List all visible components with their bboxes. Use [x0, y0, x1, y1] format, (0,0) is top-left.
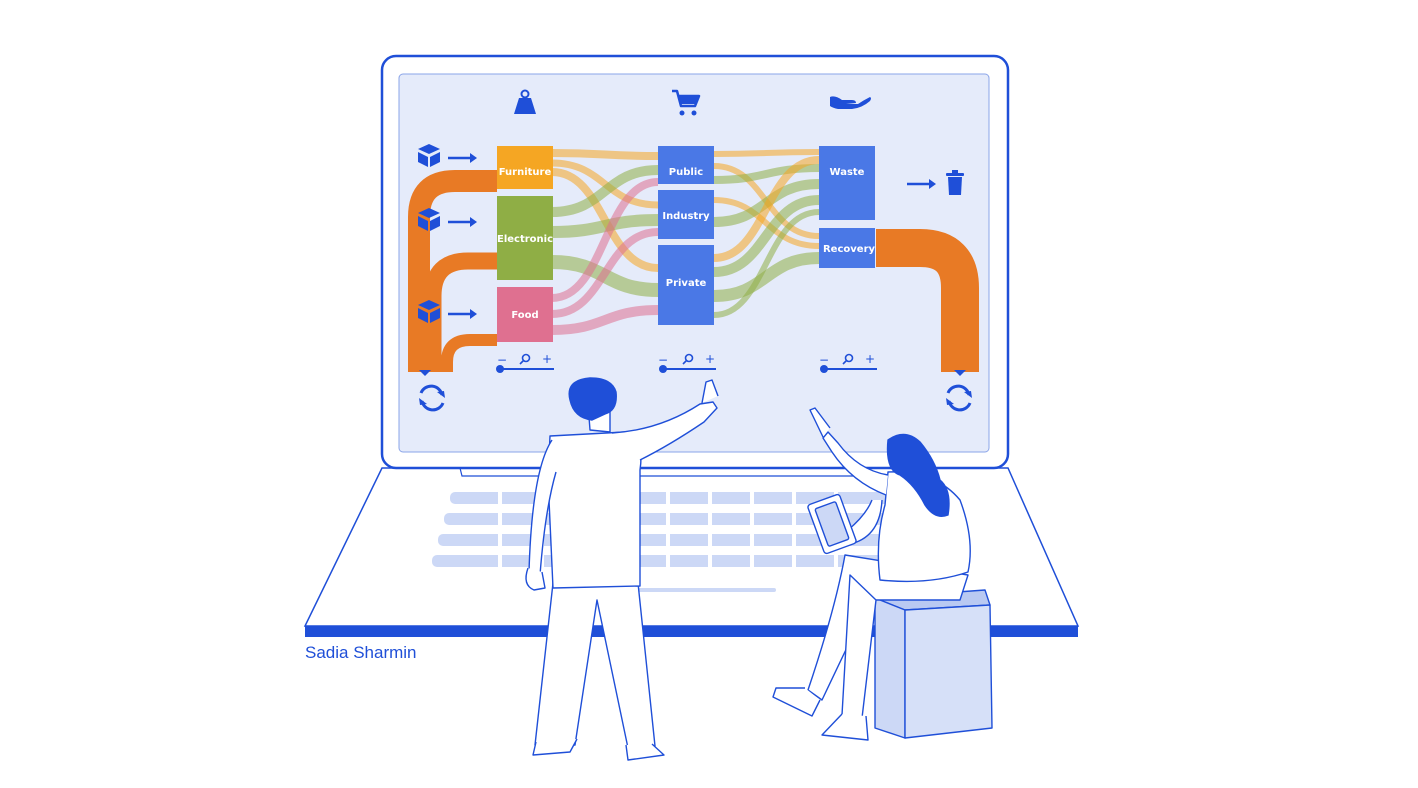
node-recovery[interactable]: Recovery [819, 228, 875, 268]
zoom-control-1[interactable]: − + [496, 352, 554, 373]
box-icon [418, 144, 440, 167]
recycle-loops [408, 170, 979, 372]
magnifier-icon [682, 353, 694, 365]
node-label: Electronic [497, 234, 553, 245]
loop-tip-left [419, 370, 431, 376]
zoom-in-button[interactable]: + [542, 352, 552, 366]
woman-figure [772, 407, 971, 741]
node-label: Public [669, 167, 703, 178]
zoom-handle[interactable] [659, 365, 667, 373]
sector-nodes: Public Industry Private [658, 146, 714, 325]
touchpad [630, 588, 776, 592]
node-public[interactable]: Public [658, 146, 714, 184]
zoom-out-button[interactable]: − [497, 353, 507, 367]
node-food[interactable]: Food [497, 287, 553, 342]
man-figure [525, 377, 719, 761]
outflow [907, 170, 964, 195]
magnifier-icon [842, 353, 854, 365]
node-furniture[interactable]: Furniture [497, 146, 553, 189]
stool [874, 589, 993, 739]
zoom-out-button[interactable]: − [819, 353, 829, 367]
refresh-icon[interactable] [946, 384, 972, 412]
node-waste[interactable]: Waste [819, 146, 875, 220]
zoom-control-3[interactable]: − + [819, 352, 877, 373]
box-icon [418, 300, 440, 323]
outcome-nodes: Waste Recovery [819, 146, 875, 268]
zoom-out-button[interactable]: − [658, 353, 668, 367]
weight-icon [514, 89, 536, 114]
node-label: Food [511, 310, 538, 321]
hand-icon [830, 96, 871, 109]
node-label: Furniture [499, 167, 552, 178]
source-nodes: Furniture Electronic Food [497, 146, 553, 342]
node-label: Waste [830, 167, 865, 178]
shopping-cart-icon [672, 89, 701, 116]
trash-icon [946, 170, 964, 195]
inflow-3 [418, 300, 477, 323]
zoom-handle[interactable] [496, 365, 504, 373]
node-label: Industry [662, 211, 710, 222]
node-label: Private [666, 278, 707, 289]
inflow-2 [418, 208, 477, 231]
zoom-handle[interactable] [820, 365, 828, 373]
node-industry[interactable]: Industry [658, 190, 714, 239]
node-private[interactable]: Private [658, 245, 714, 325]
inflow-1 [418, 144, 477, 167]
links-sector-outcome [713, 149, 820, 318]
refresh-icon[interactable] [419, 384, 445, 412]
loop-tip-right [954, 370, 966, 376]
box-icon [418, 208, 440, 231]
links-source-sector [551, 149, 659, 335]
zoom-in-button[interactable]: + [865, 352, 875, 366]
node-electronic[interactable]: Electronic [497, 196, 553, 280]
node-label: Recovery [823, 244, 876, 255]
author-credit: Sadia Sharmin [305, 643, 417, 662]
magnifier-icon [519, 353, 531, 365]
zoom-control-2[interactable]: − + [658, 352, 716, 373]
zoom-in-button[interactable]: + [705, 352, 715, 366]
